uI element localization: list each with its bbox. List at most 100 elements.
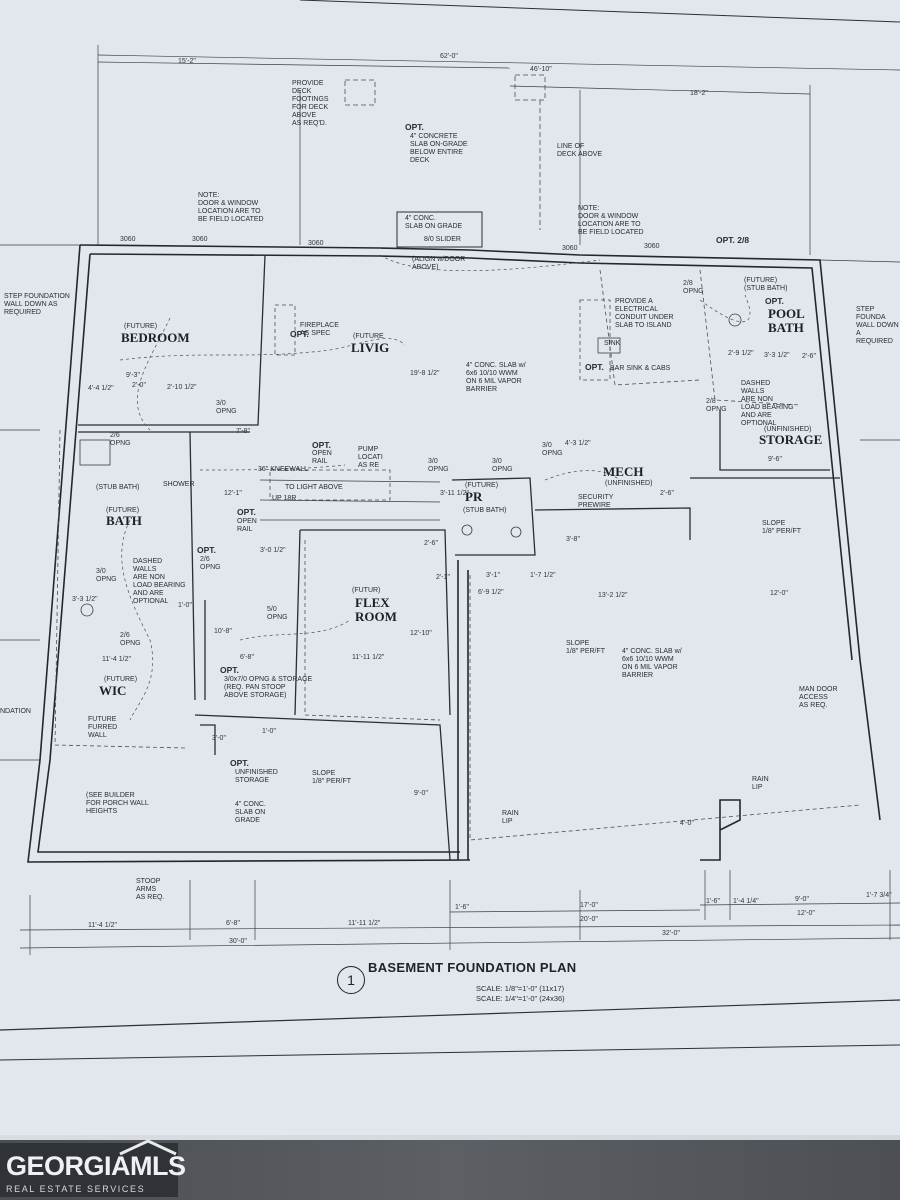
dim-text: 2'-0" <box>132 382 146 389</box>
dim-text: 20'-0" <box>580 916 598 923</box>
foundation-walls <box>27 244 881 863</box>
deck-dashed <box>344 74 546 230</box>
dim-text: 62'-0" <box>440 53 458 60</box>
sheet-border-line <box>299 0 900 23</box>
mls-logo <box>0 1143 178 1197</box>
dim-text: 12'-0" <box>797 910 815 917</box>
dim-text: 12'-10" <box>410 630 432 637</box>
garage-slab-note: 4" CONC. SLAB w/ 6x6 10/10 WWM ON 6 MIL … <box>622 648 682 679</box>
door-opng-label: 3/0 OPNG <box>96 568 117 583</box>
window-label: 3060 <box>644 243 660 250</box>
dim-text: 12'-1" <box>224 490 242 497</box>
door-opng-label: 3/0 OPNG <box>492 458 513 473</box>
dim-text: 12'-0" <box>770 590 788 597</box>
mech-unfinished-label: (UNFINISHED) <box>605 480 653 487</box>
slab-on-grade-box <box>396 211 483 248</box>
living-label: LIVIG <box>351 340 390 355</box>
fireplace-opt-label: OPT. <box>290 329 309 339</box>
dim-text: 1'-6" <box>706 898 720 905</box>
door-opng-label: 3/0 OPNG <box>542 442 563 457</box>
future-furred-wall-note: FUTURE FURRED WALL <box>88 716 118 739</box>
stair <box>259 479 441 521</box>
wiring-lines <box>119 254 751 721</box>
open-rail-label: OPEN RAIL <box>312 450 332 465</box>
dim-text: 9'-3" <box>126 372 140 379</box>
wic-future-label: (FUTURE) <box>104 676 138 683</box>
interior-walls <box>78 254 840 861</box>
dim-text: 32'-0" <box>662 930 680 937</box>
line-of-deck-note: LINE OF DECK ABOVE <box>557 143 603 158</box>
pr-future-label: (FUTURE) <box>465 482 499 489</box>
porch-wall-note: (SEE BUILDER FOR PORCH WALL HEIGHTS <box>86 792 149 815</box>
pr-stub-bath-label: (STUB BATH) <box>463 507 507 514</box>
conc-slab-grade-note: 4" CONC. SLAB ON GRADE <box>405 215 463 230</box>
dim-text: 1'-0" <box>262 728 276 735</box>
dim-text: 17'-0" <box>580 902 598 909</box>
slope-storage-note: SLOPE 1/8" PER/FT <box>312 770 352 785</box>
dim-text: 11'-11 1/2" <box>348 920 381 927</box>
dim-text: 11'-4 1/2" <box>88 922 117 929</box>
rail2-opt-label: OPT. <box>237 507 256 517</box>
dim-text: 2'-6" <box>424 540 438 547</box>
drawing-title: BASEMENT FOUNDATION PLAN <box>368 960 577 975</box>
dim-text: 11'-4 1/2" <box>102 656 131 663</box>
mls-logo-subtext: REAL ESTATE SERVICES <box>6 1184 146 1194</box>
dim-text: 4'-4 1/2" <box>88 385 114 392</box>
window-label: 3060 <box>308 240 324 247</box>
slope-right-note: SLOPE 1/8" PER/FT <box>762 520 802 535</box>
rain-lip-note: RAIN LIP <box>752 776 769 791</box>
drawing-number-circle: 1 <box>337 966 365 994</box>
unfinished-storage-label: UNFINISHED STORAGE <box>235 769 278 784</box>
door-opng-label: 3/0 OPNG <box>428 458 449 473</box>
bath-future-label: (FUTURE) <box>106 507 140 514</box>
dim-text: 3'-3 1/2" <box>72 596 98 603</box>
flex-future-label: (FUTUR) <box>352 587 381 594</box>
bath-label: BATH <box>106 513 142 528</box>
dim-text: 3'-3 1/2" <box>764 352 790 359</box>
opng-storage-opt-label: OPT. <box>220 665 239 675</box>
dim-text: 30'-0" <box>229 938 247 945</box>
mls-logo-text: GEORGIAMLS <box>6 1151 186 1181</box>
pr-label: PR <box>465 489 483 504</box>
sheet-border-line <box>0 999 900 1031</box>
dim-text: 15'-2" <box>178 58 196 65</box>
to-light-label: TO LIGHT ABOVE <box>285 484 343 491</box>
dim-text: 6'-8" <box>226 920 240 927</box>
door-opng-label: 2/8 OPNG <box>706 398 727 413</box>
sink-label: SINK <box>604 340 621 347</box>
pool-bath-future-label: (FUTURE) (STUB BATH) <box>744 277 788 292</box>
dashed-walls-note-left: DASHED WALLS ARE NON LOAD BEARING AND AR… <box>133 558 186 605</box>
living-future-label: (FUTURE <box>353 333 384 340</box>
door-opng-label: 3/0 OPNG <box>216 400 237 415</box>
door-window-note-left: NOTE: DOOR & WINDOW LOCATION ARE TO BE F… <box>198 192 264 223</box>
drawing-scale: SCALE: 1/8"=1'-0" (11x17) SCALE: 1/4"=1'… <box>476 984 565 1003</box>
unf-storage-opt-label: OPT. <box>230 758 249 768</box>
dim-text: 1'-6" <box>455 904 469 911</box>
storage-label: STORAGE <box>759 432 823 447</box>
door-opng-label: 2/6 OPNG <box>110 432 131 447</box>
step-foundation-note-left: STEP FOUNDATION WALL DOWN AS REQUIRED <box>4 293 70 316</box>
dim-text: 3'-0" <box>212 735 226 742</box>
rain-lip-note-2: RAIN LIP <box>502 810 519 825</box>
dim-text: 1'-4 1/4" <box>733 898 759 905</box>
dashed-walls-note-right: DASHED WALLS ARE NON LOAD BEARING AND AR… <box>741 380 794 427</box>
dim-text: 3'-11 1/2" <box>440 490 469 497</box>
dim-text: 2'-1" <box>436 574 450 581</box>
align-note: (ALIGN w/DOOR ABOVE) <box>412 256 466 271</box>
dim-text: 10'-8" <box>214 628 232 635</box>
open-rail-label-2: OPEN RAIL <box>237 518 257 533</box>
dim-text: 3'-0 1/2" <box>260 547 286 554</box>
roof-icon <box>119 1139 177 1156</box>
bedroom-future-label: (FUTURE) <box>124 323 158 330</box>
dim-text: 2'-10 1/2" <box>167 384 197 391</box>
step-foundation-note-right: STEP FOUNDA WALL DOWN A REQUIRED <box>856 306 899 345</box>
fireplace-note: FIREPLACE AS SPEC <box>300 322 339 337</box>
dim-text: 2'-6" <box>802 353 816 360</box>
bottom-dimension-lines <box>19 870 900 955</box>
fixtures <box>79 313 742 617</box>
conduit-note: PROVIDE A ELECTRICAL CONDUIT UNDER SLAB … <box>615 298 674 329</box>
up-18r-label: UP 18R <box>272 495 297 502</box>
door-opng-label: 2/6 OPNG <box>120 632 141 647</box>
bar-sink-label: BAR SINK & CABS <box>610 365 671 372</box>
